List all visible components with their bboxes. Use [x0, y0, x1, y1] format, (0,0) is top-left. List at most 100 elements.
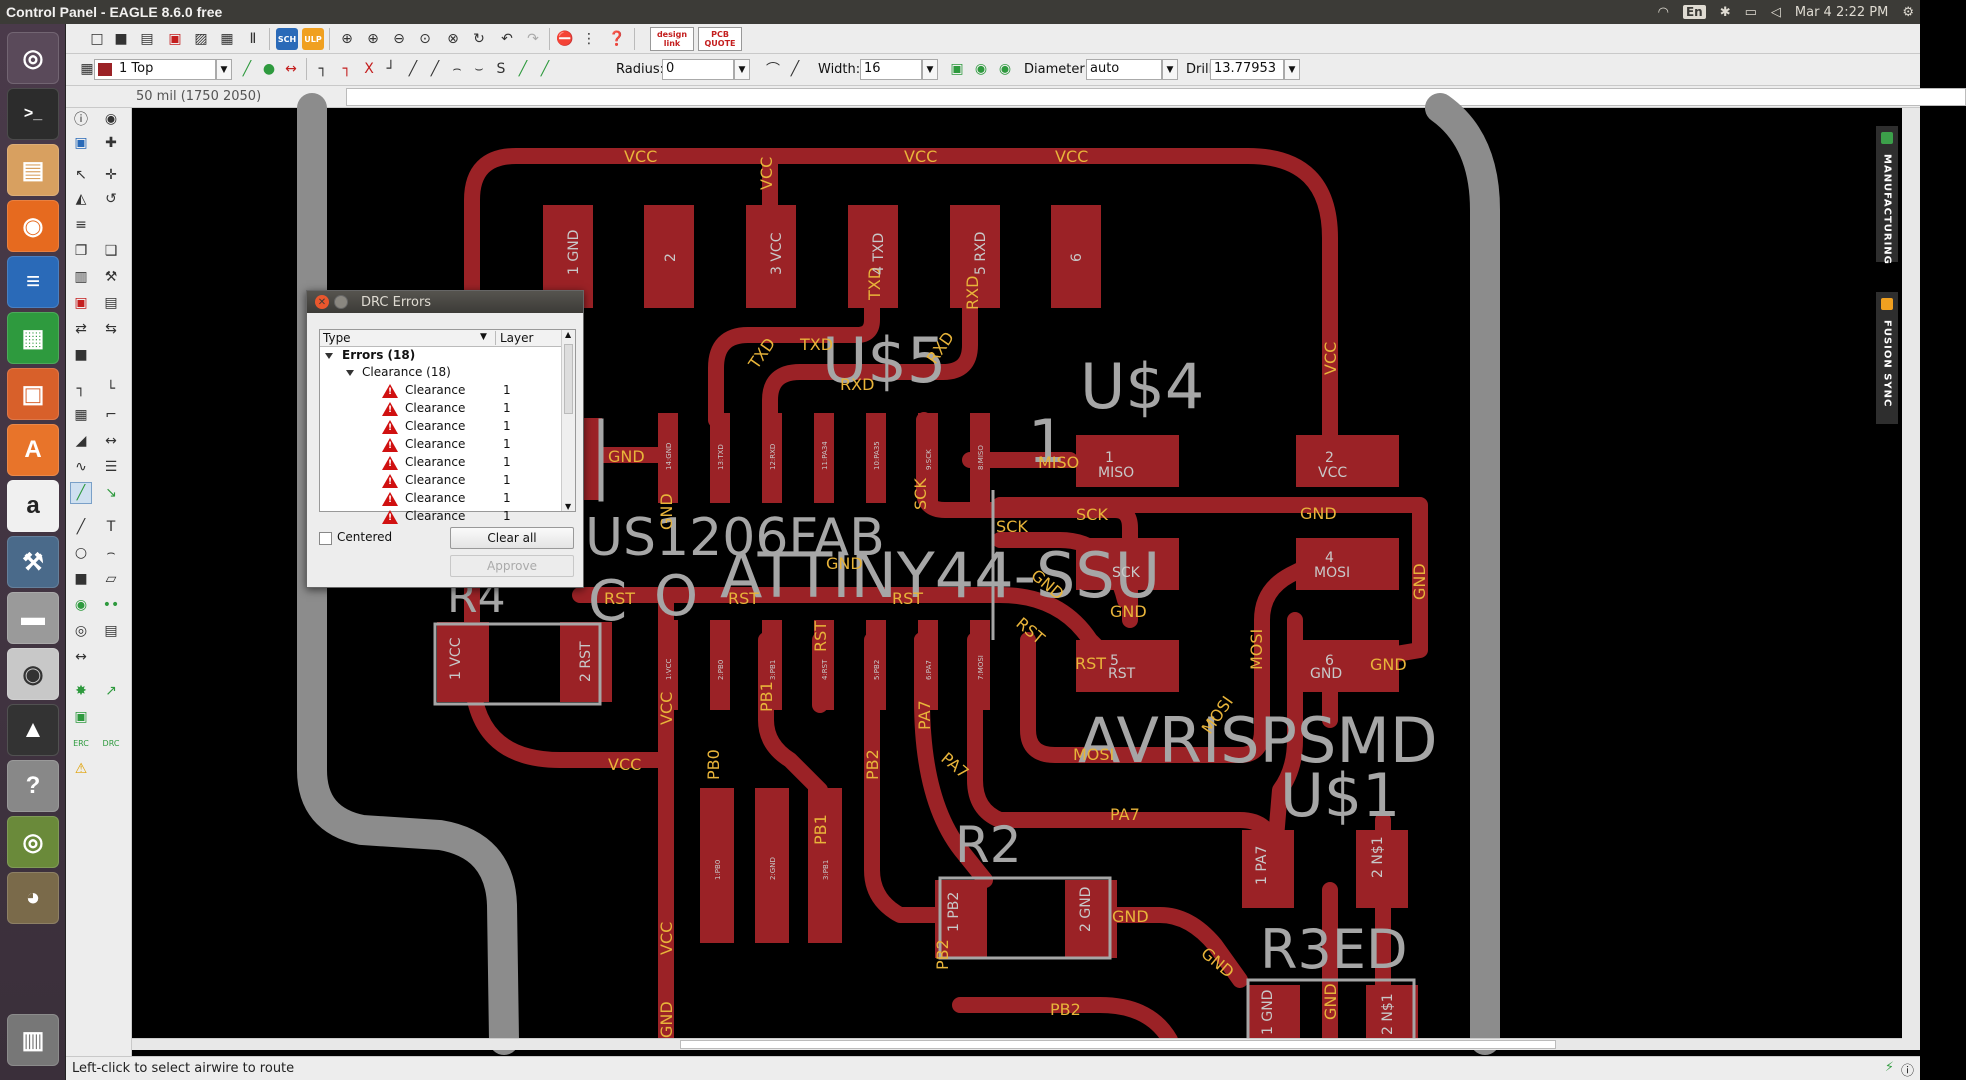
lock-icon[interactable]: ■ — [74, 347, 88, 363]
attribute-icon[interactable]: ▤ — [104, 623, 118, 639]
width-input[interactable]: 16 — [860, 59, 922, 80]
keyboard-language[interactable]: En — [1682, 5, 1706, 19]
scroll-down-icon[interactable]: ▼ — [565, 502, 572, 511]
zoom-fit-icon[interactable]: ⊕ — [341, 31, 353, 47]
bend-style-10-icon[interactable]: ╱ — [518, 61, 528, 77]
dimension-icon[interactable]: ↔ — [75, 649, 87, 665]
select-icon[interactable]: ↖ — [75, 167, 87, 183]
drc-dialog-title[interactable]: DRC Errors — [307, 291, 583, 313]
tree-scrollbar[interactable]: ▲ ▼ — [561, 330, 575, 511]
clear-all-button[interactable]: Clear all — [450, 527, 574, 549]
minimize-icon[interactable] — [334, 295, 348, 309]
drc-error-tree[interactable]: Type ▼ Layer Errors (18) Clearance (18) … — [319, 329, 576, 524]
delete-icon[interactable]: ▥ — [74, 269, 88, 285]
column-header-type[interactable]: Type — [323, 331, 351, 345]
miter-straight-icon[interactable]: ╱ — [790, 61, 800, 77]
help-button-icon[interactable]: ❓ — [608, 31, 626, 47]
autorouter-icon[interactable]: ✸ — [75, 683, 87, 699]
wifi-icon[interactable]: ◠ — [1657, 4, 1669, 20]
hole-icon[interactable]: ◎ — [74, 623, 88, 639]
ratsnest-icon[interactable]: ☰ — [104, 459, 118, 475]
files-icon[interactable]: ▤ — [7, 144, 59, 196]
wrench-icon[interactable]: ⚒ — [104, 269, 118, 285]
pcb-quote-button[interactable]: PCB QUOTE — [698, 27, 742, 51]
bend-style-11-icon[interactable]: ╱ — [540, 61, 550, 77]
rotate-icon[interactable]: ↺ — [105, 191, 117, 207]
erc-check-icon[interactable]: ERC — [73, 738, 89, 748]
miter-round-icon[interactable]: ⌒ — [766, 62, 780, 78]
via-octagon-icon[interactable]: ◉ — [998, 61, 1012, 77]
approve-button[interactable]: Approve — [450, 555, 574, 577]
disk-icon[interactable]: ▬ — [7, 592, 59, 644]
info-status-icon[interactable]: ⓘ — [1900, 1064, 1914, 1079]
wire-icon[interactable]: ╱ — [76, 519, 86, 535]
optimize-icon[interactable]: └ — [106, 381, 116, 397]
autoroute-icon[interactable]: ↗ — [105, 683, 117, 699]
gateswap-icon[interactable]: ⇆ — [105, 321, 117, 337]
mark-icon[interactable]: ✚ — [105, 135, 117, 151]
bend-style-2-icon[interactable]: ┐ — [342, 61, 352, 77]
gear-icon[interactable]: ⚙ — [1902, 4, 1914, 20]
rect-icon[interactable]: ■ — [74, 571, 88, 587]
stop-icon[interactable]: ⛔ — [556, 31, 574, 47]
bend-style-5-icon[interactable]: ╱ — [408, 61, 418, 77]
column-header-layer[interactable]: Layer — [495, 331, 563, 345]
volume-icon[interactable]: ◁ — [1770, 4, 1781, 20]
via-tool-icon[interactable]: ◉ — [74, 597, 88, 613]
polygon-icon[interactable]: ▱ — [105, 571, 117, 587]
print-icon[interactable]: ▤ — [140, 31, 154, 47]
camera-icon[interactable]: ◉ — [7, 648, 59, 700]
firefox-icon[interactable]: ◉ — [7, 200, 59, 252]
eagle-icon[interactable]: ◎ — [7, 816, 59, 868]
width-dropdown[interactable]: ▼ — [922, 59, 938, 80]
layer-select[interactable]: 1 Top — [94, 59, 216, 80]
paste-icon[interactable]: ❑ — [104, 243, 118, 259]
meander-icon[interactable]: ∿ — [75, 459, 87, 475]
trash-icon[interactable]: ▥ — [7, 1014, 59, 1066]
zoom-select-icon[interactable]: ⊙ — [419, 31, 431, 47]
settings-icon[interactable]: ⚒ — [7, 536, 59, 588]
inkscape-icon[interactable]: ▲ — [7, 704, 59, 756]
bend-style-6-icon[interactable]: ╱ — [430, 61, 440, 77]
split-icon[interactable]: ┐ — [76, 381, 86, 397]
tree-scroll-thumb[interactable] — [564, 344, 573, 414]
redraw-icon[interactable]: ↻ — [473, 31, 485, 47]
erc-icon[interactable]: ▣ — [74, 709, 88, 725]
replace-icon[interactable]: ▤ — [104, 295, 118, 311]
zoom-out-icon[interactable]: ⊖ — [393, 31, 405, 47]
command-input[interactable] — [346, 88, 1966, 106]
designlink-button[interactable]: design link — [650, 27, 694, 51]
via-icon[interactable]: ● — [262, 61, 276, 77]
drill-dropdown[interactable]: ▼ — [1284, 59, 1300, 80]
warning-icon[interactable]: ⚠ — [74, 761, 88, 777]
export-icon[interactable]: ▨ — [194, 31, 208, 47]
tree-group-clearance[interactable]: Clearance (18) — [320, 365, 563, 381]
via-square-icon[interactable]: ▣ — [950, 61, 964, 77]
bend-style-3-icon[interactable]: X — [364, 61, 374, 77]
smash-icon[interactable]: ▦ — [74, 407, 88, 423]
manufacturing-tab[interactable]: MANUFACTURING — [1876, 126, 1898, 265]
display-icon[interactable]: ▣ — [74, 135, 88, 151]
zoom-area-icon[interactable]: ⊗ — [447, 31, 459, 47]
horizontal-scrollbar[interactable] — [132, 1038, 1902, 1050]
vertical-scrollbar[interactable] — [1902, 108, 1920, 1050]
radius-input[interactable]: 0 — [662, 59, 734, 80]
drill-input[interactable]: 13.77953 — [1210, 59, 1284, 80]
bluetooth-icon[interactable]: ✱ — [1719, 4, 1731, 20]
bend-style-4-icon[interactable]: ┘ — [386, 61, 396, 77]
bend-style-7-icon[interactable]: ⌢ — [452, 61, 462, 77]
zoom-in-icon[interactable]: ⊕ — [367, 31, 379, 47]
show-icon[interactable]: ◉ — [104, 111, 118, 127]
amazon-icon[interactable]: a — [7, 480, 59, 532]
grid-icon[interactable]: ▦ — [80, 61, 94, 77]
copy-icon[interactable]: ❐ — [74, 243, 88, 259]
via-round-icon[interactable]: ◉ — [974, 61, 988, 77]
